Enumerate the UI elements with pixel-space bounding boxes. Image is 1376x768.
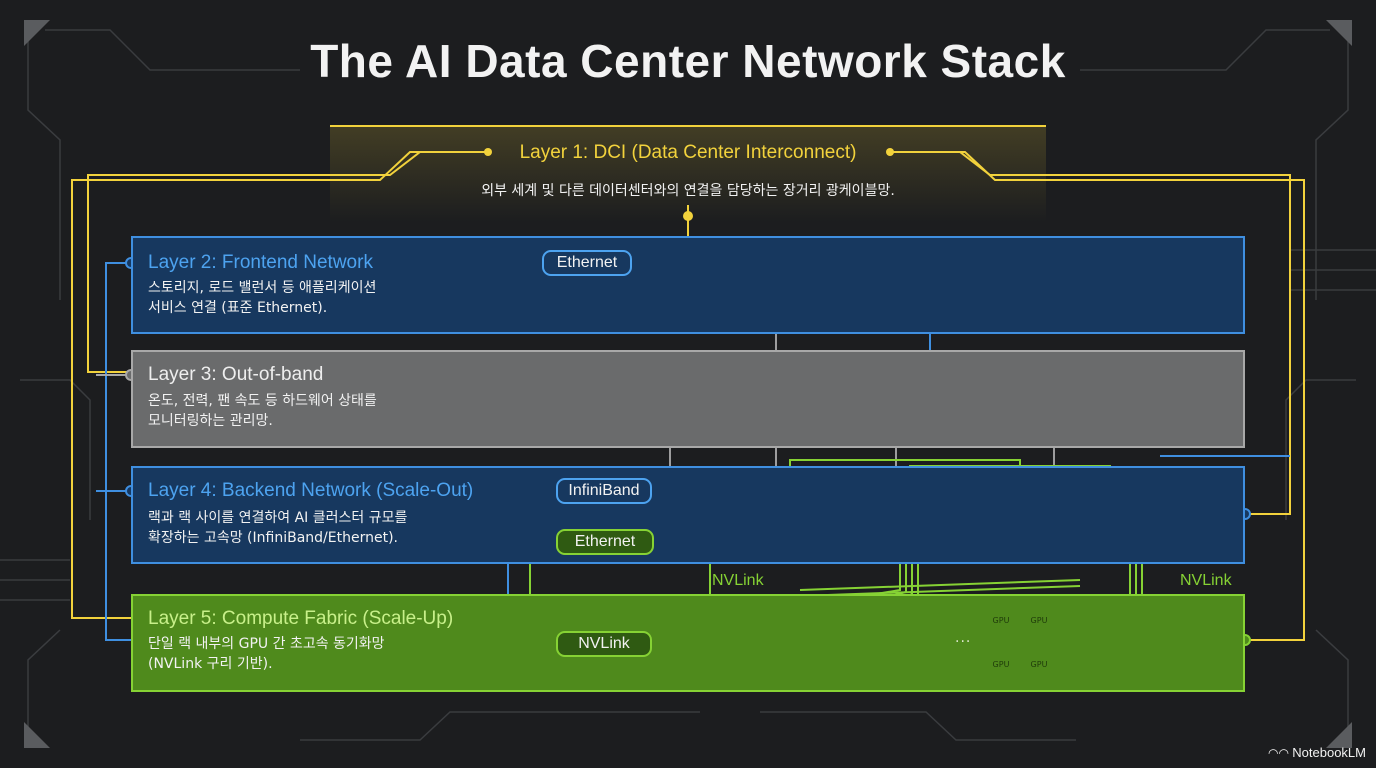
layer3-description-line: 온도, 전력, 팬 속도 등 하드웨어 상태를	[148, 393, 377, 409]
compute-nvlink-tag: NVLink	[556, 631, 652, 657]
layer3-description: 온도, 전력, 팬 속도 등 하드웨어 상태를 모니터링하는 관리망.	[148, 391, 377, 431]
gpu-chip-label: GPU	[1030, 616, 1048, 625]
layer4-description-line: 랙과 랙 사이를 연결하여 AI 클러스터 규모를	[148, 510, 408, 526]
frontend-ethernet-tag: Ethernet	[542, 250, 632, 276]
corner-ornament	[24, 20, 50, 46]
layer4-description: 랙과 랙 사이를 연결하여 AI 클러스터 규모를 확장하는 고속망 (Infi…	[148, 508, 407, 548]
layer2-description: 스토리지, 로드 밸런서 등 애플리케이션 서비스 연결 (표준 Etherne…	[148, 278, 376, 318]
dci-links	[71, 125, 1305, 641]
nvlink-label-left: NVLink	[712, 572, 764, 589]
layer5-description-line: 단일 랙 내부의 GPU 간 초고속 동기화망	[148, 636, 385, 652]
layer4-description-line: 확장하는 고속망 (InfiniBand/Ethernet).	[148, 530, 398, 546]
backend-infiniband-tag: InfiniBand	[556, 478, 652, 504]
layer2-description-line: 서비스 연결 (표준 Ethernet).	[148, 300, 328, 316]
layer2-title: Layer 2: Frontend Network	[148, 252, 373, 273]
gpu-chip-label: GPU	[992, 616, 1010, 625]
brand-label: NotebookLM	[1292, 745, 1366, 760]
layer5-panel	[131, 594, 1245, 692]
layer2-panel	[131, 236, 1245, 334]
layer4-panel	[131, 466, 1245, 564]
layer4-title: Layer 4: Backend Network (Scale-Out)	[148, 480, 474, 501]
layer5-description: 단일 랙 내부의 GPU 간 초고속 동기화망 (NVLink 구리 기반).	[148, 634, 385, 674]
page-title: The AI Data Center Network Stack	[310, 35, 1066, 87]
corner-ornament	[24, 722, 50, 748]
corner-ornament	[1326, 20, 1352, 46]
layer3-title: Layer 3: Out-of-band	[148, 364, 324, 385]
layer1-description: 외부 세계 및 다른 데이터센터와의 연결을 담당하는 장거리 광케이블망.	[481, 183, 895, 199]
brand-mark: ◠◠ NotebookLM	[1268, 745, 1366, 760]
layer2-description-line: 스토리지, 로드 밸런서 등 애플리케이션	[148, 280, 377, 296]
layer1-title: Layer 1: DCI (Data Center Interconnect)	[519, 142, 857, 163]
layer5-title: Layer 5: Compute Fabric (Scale-Up)	[148, 608, 454, 629]
layer3-description-line: 모니터링하는 관리망.	[148, 413, 273, 429]
gpu-chip-label: GPU	[992, 660, 1010, 669]
board-ellipsis: ...	[955, 630, 972, 646]
layer3-panel	[131, 350, 1245, 448]
left-bus	[96, 262, 131, 641]
corner-ornament	[1326, 722, 1352, 748]
gpu-chip-label: GPU	[1030, 660, 1048, 669]
notebooklm-logo-icon: ◠◠	[1268, 746, 1293, 760]
nvlink-label-right: NVLink	[1180, 572, 1232, 589]
backend-ethernet-tag: Ethernet	[556, 529, 654, 555]
layer5-description-line: (NVLink 구리 기반).	[148, 656, 273, 672]
